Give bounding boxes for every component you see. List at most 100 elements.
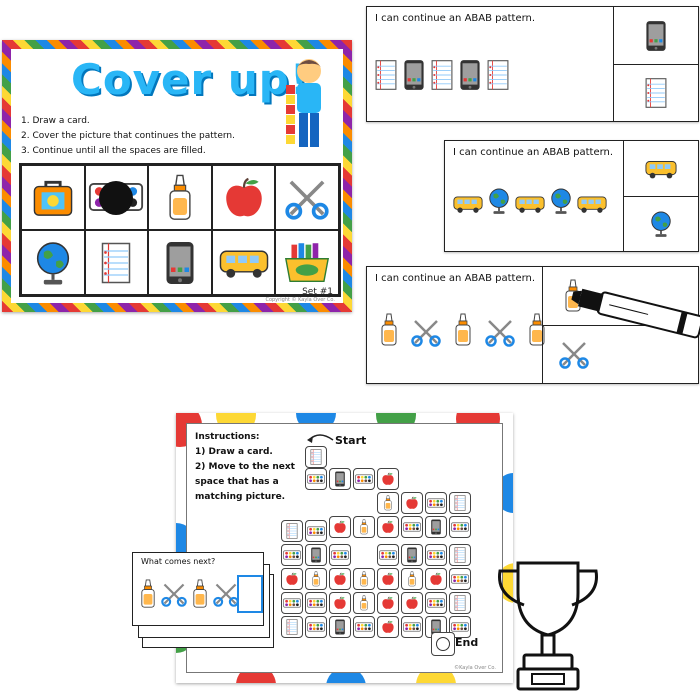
board-space-apple [425, 568, 447, 590]
board-space-paint [353, 616, 375, 638]
paint-icon [283, 550, 301, 560]
end-space [431, 632, 455, 656]
apple-icon [381, 471, 395, 487]
pattern-card-2[interactable]: I can continue an ABAB pattern. [444, 140, 699, 252]
paper-icon [487, 59, 509, 91]
board-space-paint [281, 592, 303, 614]
board-space-glue [401, 568, 423, 590]
glue-icon [309, 571, 323, 587]
board-space-paint [305, 592, 327, 614]
paint-palette-covered-cell[interactable] [84, 165, 149, 230]
glue-icon [405, 571, 419, 587]
board-space-phone [425, 516, 447, 538]
paper-icon [285, 619, 299, 635]
apple-icon [381, 519, 395, 535]
answer-globe[interactable] [624, 196, 698, 251]
pattern-row [379, 313, 547, 347]
board-space-paper [305, 446, 327, 468]
board-space-apple [329, 568, 351, 590]
board-space-apple [377, 568, 399, 590]
paint-icon [355, 474, 373, 484]
end-label: End [455, 636, 479, 649]
board-space-glue [305, 568, 327, 590]
paper-icon[interactable] [84, 230, 149, 295]
pattern-card-1[interactable]: I can continue an ABAB pattern. [366, 6, 699, 122]
board-space-phone [329, 616, 351, 638]
start-arrow-icon [307, 434, 334, 443]
board-space-paint [377, 544, 399, 566]
marker-icon[interactable] [568, 282, 700, 344]
glue-icon [191, 579, 209, 609]
board-space-paint [425, 592, 447, 614]
paper-icon [645, 77, 667, 109]
board-space-apple [401, 592, 423, 614]
glue-icon [379, 313, 399, 347]
bus-icon[interactable] [211, 230, 276, 295]
phone-icon [333, 619, 347, 635]
apple-icon [429, 571, 443, 587]
board-space-paint [353, 468, 375, 490]
paint-icon [427, 498, 445, 508]
board-space-glue [353, 568, 375, 590]
trophy-icon [498, 561, 598, 691]
step-3: 3. Continue until all the spaces are fil… [21, 146, 206, 156]
answer-bus[interactable] [624, 141, 698, 197]
paper-icon [453, 547, 467, 563]
cover-up-steps: 1. Draw a card. 2. Cover the picture tha… [21, 114, 235, 159]
board-space-paper [281, 520, 303, 542]
phone-icon [459, 59, 481, 91]
bus-icon [645, 158, 677, 180]
phone-icon [309, 547, 323, 563]
crayons-icon[interactable] [275, 230, 339, 295]
board-space-paper [449, 544, 471, 566]
answer-paper[interactable] [614, 64, 698, 121]
paper-icon [453, 495, 467, 511]
paint-icon [283, 598, 301, 608]
board-space-glue [353, 592, 375, 614]
board-space-apple [329, 592, 351, 614]
apple-icon [285, 571, 299, 587]
paper-icon [309, 449, 323, 465]
apple-icon [381, 595, 395, 611]
board-space-phone [329, 468, 351, 490]
paint-icon [403, 522, 421, 532]
answer-glue[interactable] [543, 267, 698, 326]
lunchbox-icon[interactable] [21, 165, 85, 230]
apple-icon [333, 571, 347, 587]
what-comes-next-card[interactable]: What comes next? [132, 552, 264, 626]
paint-icon [307, 622, 325, 632]
paint-icon [427, 550, 445, 560]
card-prompt: I can continue an ABAB pattern. [453, 147, 614, 158]
bus-icon [515, 193, 545, 215]
paint-icon [355, 622, 373, 632]
glue-icon [357, 571, 371, 587]
globe-icon[interactable] [21, 230, 85, 295]
answer-box[interactable] [237, 575, 263, 613]
boy-illustration [286, 59, 321, 147]
board-space-paint [401, 516, 423, 538]
answer-panel [542, 267, 698, 383]
instructions-title: Instructions: [195, 432, 260, 442]
board-space-apple [377, 592, 399, 614]
instruction-line: matching picture. [195, 492, 286, 502]
glue-icon [357, 519, 371, 535]
phone-icon [405, 547, 419, 563]
scissors-icon [161, 581, 187, 607]
answer-phone[interactable] [614, 7, 698, 65]
board-space-phone [401, 544, 423, 566]
phone-icon[interactable] [148, 230, 212, 295]
apple-icon[interactable] [211, 165, 276, 230]
board-space-paint [329, 544, 351, 566]
paper-icon [375, 59, 397, 91]
set-label: Set #1 [302, 287, 333, 297]
scissors-icon [213, 581, 239, 607]
scissors-icon[interactable] [275, 165, 339, 230]
paint-icon [307, 474, 325, 484]
cover-up-title: Cover up! [71, 55, 310, 104]
board-space-paper [449, 592, 471, 614]
end-circle-icon [436, 637, 450, 651]
apple-icon [333, 519, 347, 535]
glue-icon[interactable] [148, 165, 212, 230]
board-space-paint [449, 516, 471, 538]
apple-icon [333, 595, 347, 611]
